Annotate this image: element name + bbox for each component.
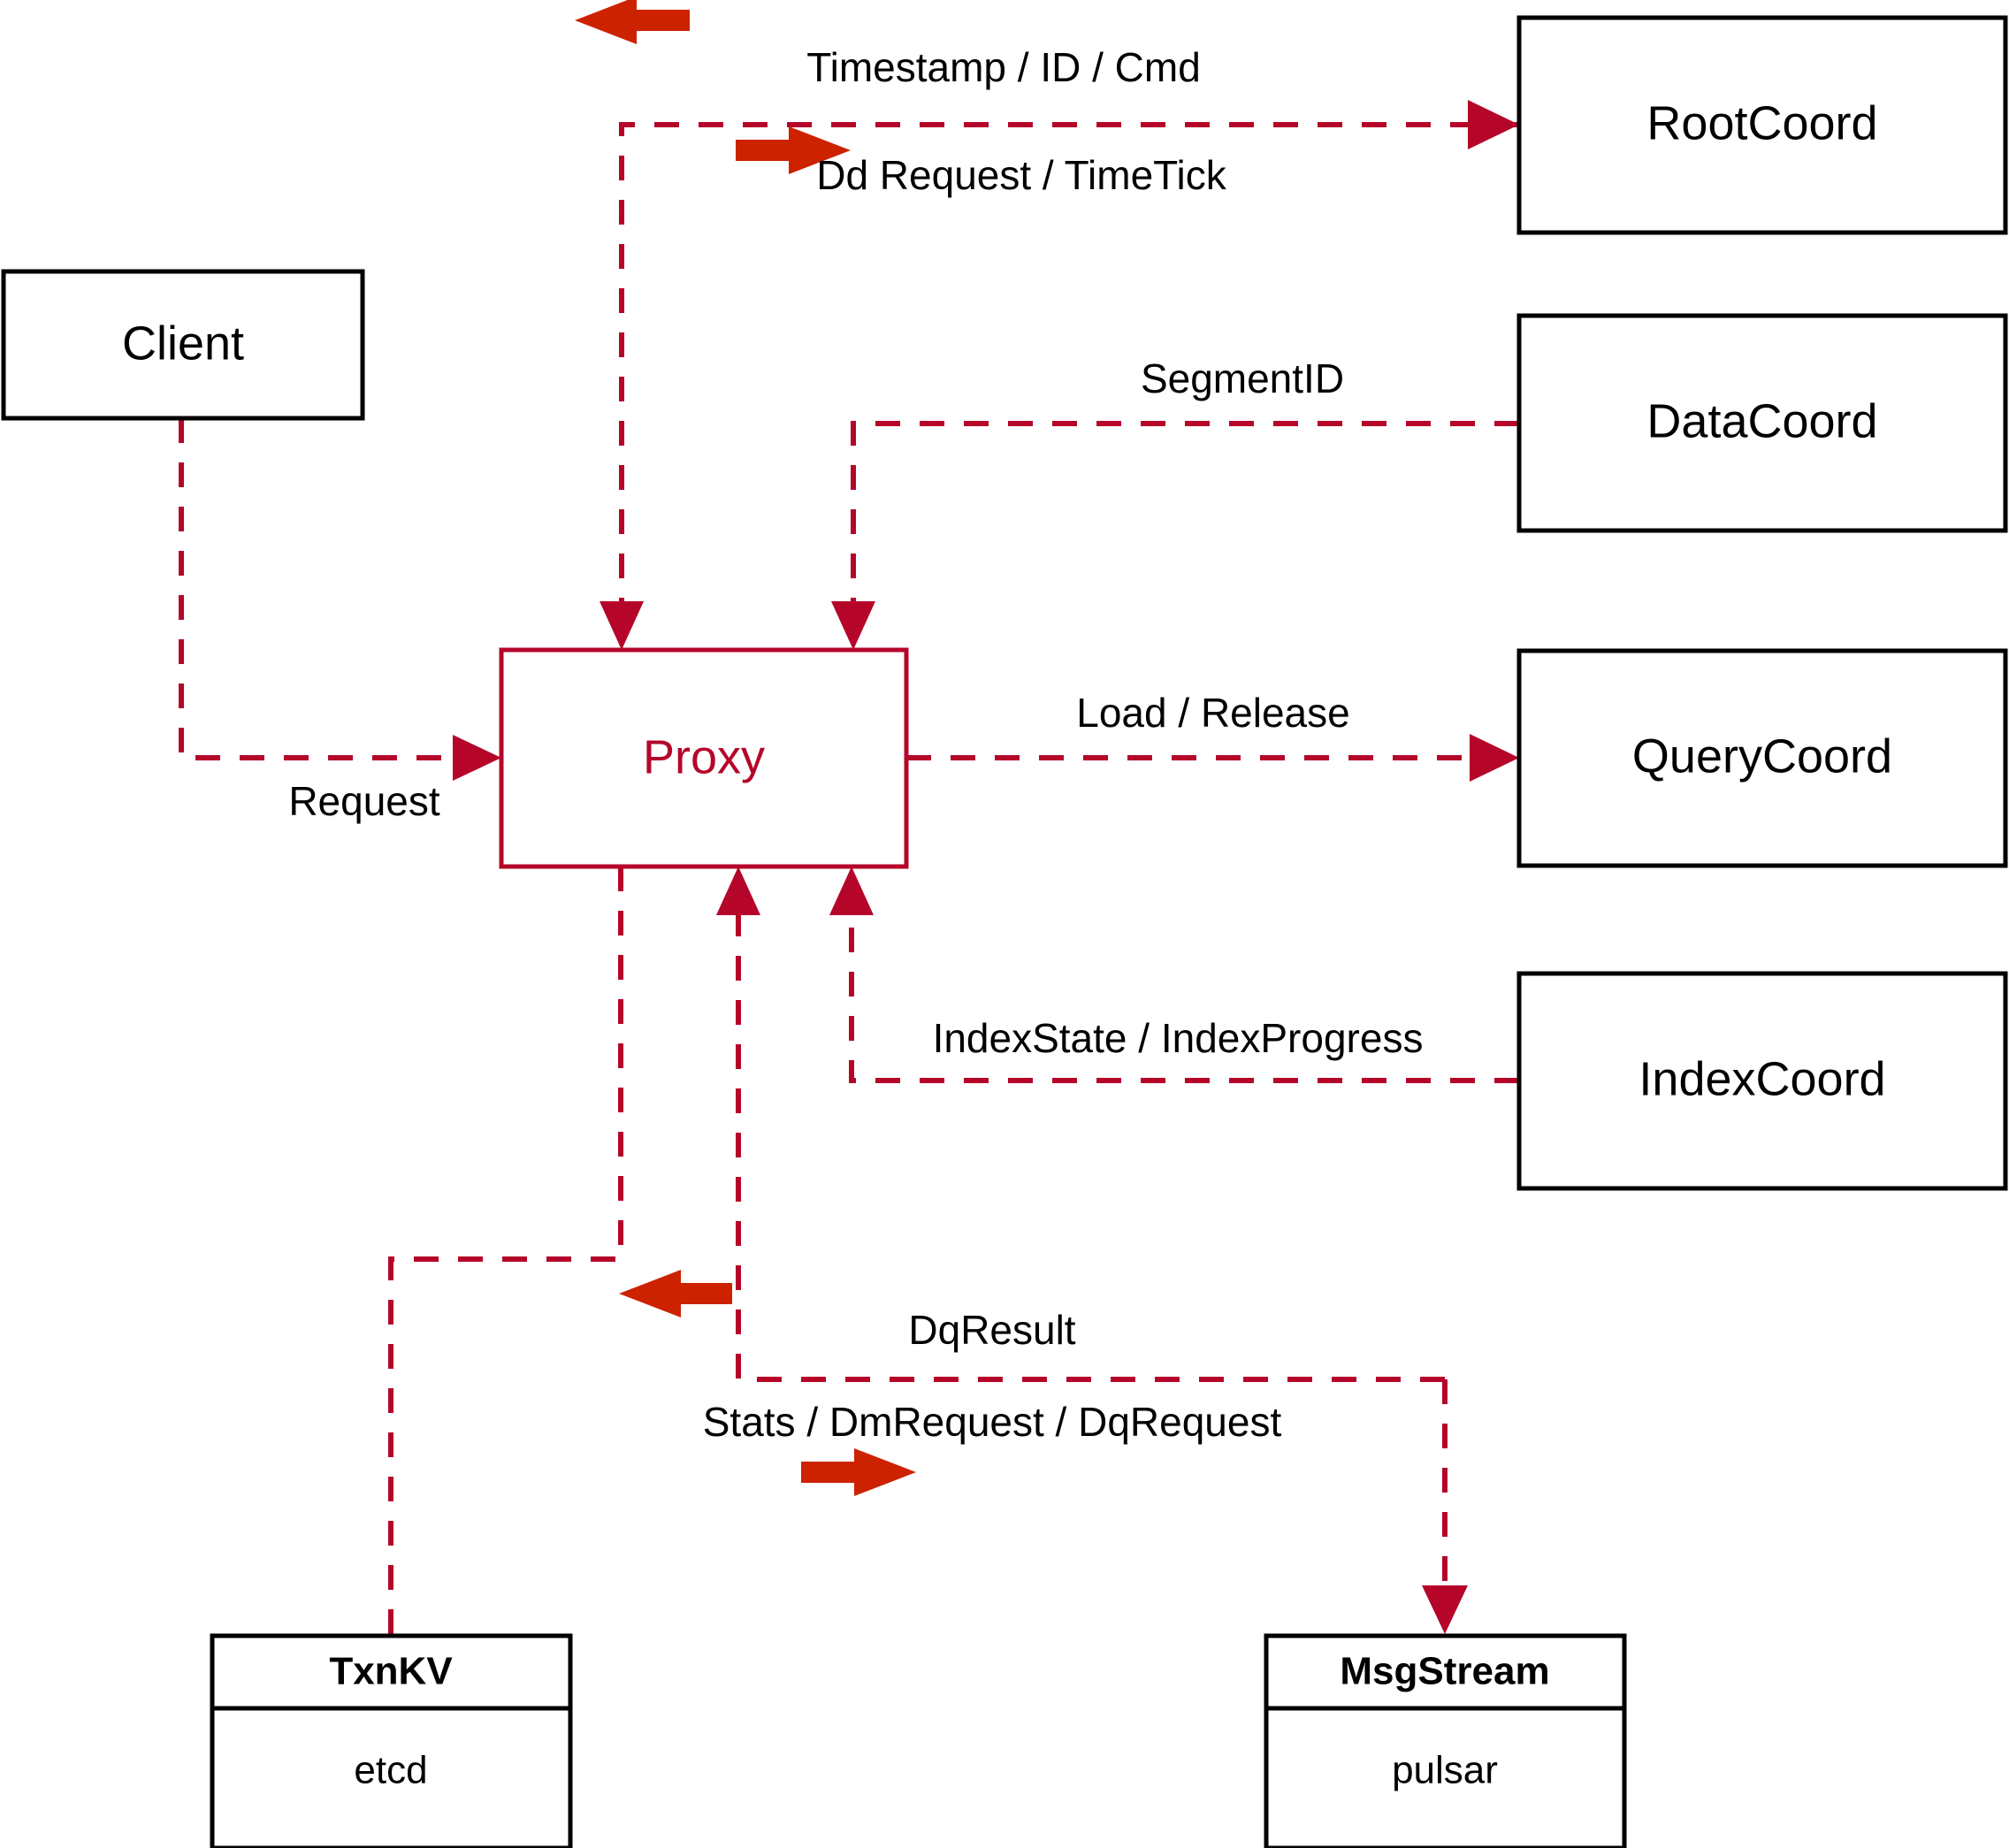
node-client[interactable]: Client xyxy=(1,269,365,421)
edge-proxy-to-querycoord xyxy=(906,734,1519,782)
node-msgstream-impl: pulsar xyxy=(1392,1749,1498,1792)
node-txnkv-title: TxnKV xyxy=(329,1650,453,1693)
arrowhead-down-proxy-top-right xyxy=(831,601,875,650)
edge-label-request: Request xyxy=(288,778,440,824)
direction-arrow-dqresult-left xyxy=(619,1270,732,1317)
arrowhead-down-proxy-top-left xyxy=(600,601,644,650)
node-msgstream-title: MsgStream xyxy=(1340,1650,1549,1693)
edge-client-to-proxy xyxy=(179,418,501,781)
arrowhead-right-querycoord xyxy=(1470,734,1519,782)
edge-label-dqresult: DqResult xyxy=(908,1307,1075,1353)
direction-arrow-timestamp-left xyxy=(575,0,690,44)
edge-indexcoord-to-proxy xyxy=(829,867,1519,1083)
node-proxy[interactable]: Proxy xyxy=(499,647,909,869)
arrowhead-right-proxy-left xyxy=(453,735,501,781)
edge-proxy-to-txnkv xyxy=(388,867,623,1636)
node-msgstream[interactable]: MsgStream pulsar xyxy=(1264,1633,1627,1848)
edge-label-segmentid: SegmentID xyxy=(1141,355,1344,401)
arrowhead-up-proxy-bottom-mid xyxy=(716,867,760,915)
direction-arrow-stats-right xyxy=(801,1448,916,1496)
node-indexcoord-label: IndexCoord xyxy=(1639,1052,1885,1105)
node-rootcoord[interactable]: RootCoord xyxy=(1516,15,2008,235)
edge-label-dd-request-timetick: Dd Request / TimeTick xyxy=(816,152,1227,198)
edge-label-load-release: Load / Release xyxy=(1076,690,1349,736)
arrowhead-up-proxy-bottom-right xyxy=(829,867,874,915)
node-datacoord-label: DataCoord xyxy=(1646,394,1877,447)
arrowhead-down-msgstream xyxy=(1422,1585,1468,1634)
node-client-label: Client xyxy=(122,317,244,370)
edge-label-timestamp-id-cmd: Timestamp / ID / Cmd xyxy=(806,44,1201,90)
edge-datacoord-to-proxy xyxy=(831,421,1519,650)
edge-msgstream-to-proxy xyxy=(716,867,1445,1382)
node-querycoord[interactable]: QueryCoord xyxy=(1516,648,2008,868)
node-txnkv-impl: etcd xyxy=(354,1749,427,1792)
edge-label-stats-dmrequest-dqrequest: Stats / DmRequest / DqRequest xyxy=(703,1399,1282,1445)
node-indexcoord[interactable]: IndexCoord xyxy=(1516,971,2008,1191)
edge-label-indexstate-indexprogress: IndexState / IndexProgress xyxy=(933,1015,1424,1061)
node-rootcoord-label: RootCoord xyxy=(1646,96,1877,149)
node-proxy-label: Proxy xyxy=(643,730,765,783)
arrowhead-right-rootcoord xyxy=(1468,100,1519,149)
node-txnkv[interactable]: TxnKV etcd xyxy=(210,1633,573,1848)
node-datacoord[interactable]: DataCoord xyxy=(1516,313,2008,533)
direction-arrow-ddrequest-right xyxy=(736,126,851,174)
edge-proxy-to-msgstream xyxy=(1422,1379,1468,1634)
edge-rootcoord-to-proxy xyxy=(600,122,1519,650)
edge-proxy-to-rootcoord-arrowhead xyxy=(1468,100,1519,149)
node-querycoord-label: QueryCoord xyxy=(1632,729,1892,783)
